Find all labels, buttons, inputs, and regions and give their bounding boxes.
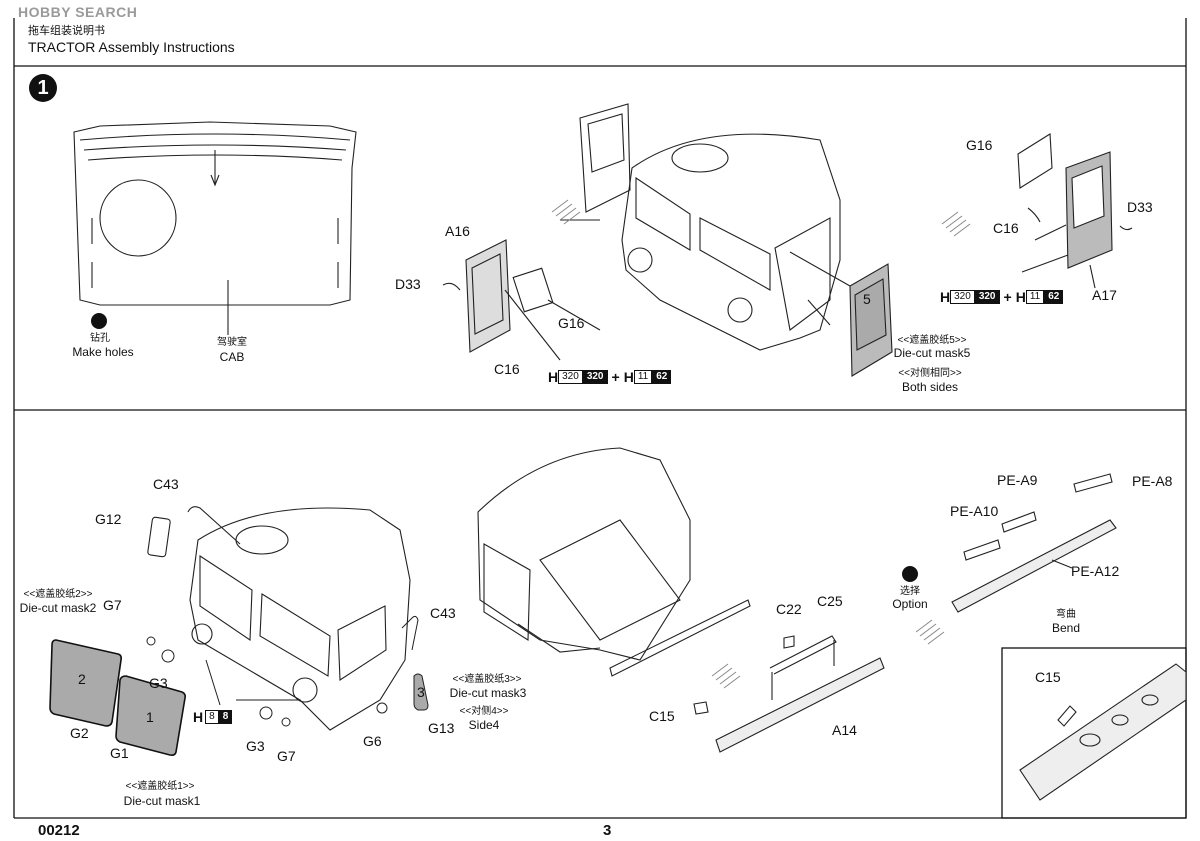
paint-box-dark: 62 [652,370,672,384]
watermark: HOBBY SEARCH [18,4,138,20]
paint-box: 11 [633,370,653,384]
part-label-g6: G6 [363,733,382,749]
paint-box-dark: 320 [974,290,1000,304]
mask2-label-cn: <<遮盖胶纸2>> [23,589,93,600]
paint-plus: + [1003,289,1012,305]
drill-icon [91,313,107,329]
mask1-label-cn: <<遮盖胶纸1>> [125,781,195,792]
part-label-g3-left: G3 [149,675,168,691]
make-holes-label: Make holes [72,345,134,359]
part-label-g16-left: G16 [558,315,585,331]
option-label: Option [892,597,928,611]
mask5-label: Die-cut mask5 [893,346,971,360]
mask1-label: Die-cut mask1 [123,794,201,808]
part-label-c15-mid: C15 [649,708,675,724]
cab-label-cn: 驾驶室 [217,337,247,348]
part-label-c43-top: C43 [153,476,179,492]
paint-h: H [548,369,559,385]
paint-box: 8 [205,710,219,724]
title-cn: 拖车组装说明书 [28,25,105,37]
part-label-a14: A14 [832,722,857,738]
paint-box: 320 [950,290,975,304]
part-label-a16: A16 [445,223,470,239]
part-label-pe-a12: PE-A12 [1071,563,1120,579]
mask3-number: 3 [417,684,425,700]
part-label-a17: A17 [1092,287,1117,303]
part-label-c43-right: C43 [430,605,456,621]
paint-code-h8: H 8 8 [193,709,233,725]
part-label-c22: C22 [776,601,802,617]
part-label-pe-a9: PE-A9 [997,472,1038,488]
bend-label-cn: 弯曲 [1056,609,1076,620]
page-title: TRACTOR Assembly Instructions [28,39,235,55]
part-label-c25: C25 [817,593,843,609]
paint-code-right: H 320 320 + H 11 62 [940,289,1064,305]
part-label-d33-right: D33 [1127,199,1153,215]
part-label-c15-inset: C15 [1035,669,1061,685]
product-code: 00212 [38,822,80,839]
paint-h: H [1015,289,1026,305]
paint-box-dark: 8 [218,710,233,724]
mask5-number: 5 [863,291,871,307]
part-label-c16-left: C16 [494,361,520,377]
paint-box: 320 [558,370,583,384]
glass-mask-number-1: 1 [146,709,154,725]
side4-label-cn: <<对侧4>> [459,706,509,717]
page-number: 3 [603,822,612,839]
part-label-g16-right: G16 [966,137,993,153]
both-sides-label-cn: <<对侧相同>> [898,368,962,379]
mask2-label: Die-cut mask2 [19,601,97,615]
step-number-badge: 1 [29,74,57,102]
mask5-label-cn: <<遮盖胶纸5>> [897,335,967,346]
part-label-c16-right: C16 [993,220,1019,236]
part-label-pe-a10: PE-A10 [950,503,999,519]
part-label-g1: G1 [110,745,129,761]
part-label-g12: G12 [95,511,122,527]
part-label-g7-bottom: G7 [277,748,296,764]
both-sides-label: Both sides [901,380,959,394]
paint-box-dark: 320 [582,370,608,384]
paint-h: H [623,369,634,385]
make-holes-label-cn: 钻孔 [90,333,110,344]
bend-label: Bend [1051,621,1081,635]
paint-code-left: H 320 320 + H 11 62 [548,369,672,385]
paint-h: H [940,289,951,305]
option-icon [902,566,918,582]
part-label-g7-left: G7 [103,597,122,613]
part-label-g13: G13 [428,720,455,736]
part-label-g2: G2 [70,725,89,741]
part-label-pe-a8: PE-A8 [1132,473,1173,489]
paint-box-dark: 62 [1044,290,1064,304]
option-label-cn: 选择 [900,586,920,597]
mask3-label-cn: <<遮盖胶纸3>> [452,674,522,685]
glass-mask-number-2: 2 [78,671,86,687]
paint-h: H [193,709,204,725]
part-label-g3-bottom: G3 [246,738,265,754]
mask3-label: Die-cut mask3 [449,686,527,700]
paint-plus: + [611,369,620,385]
paint-box: 11 [1025,290,1045,304]
step-number: 1 [37,76,49,99]
cab-label: CAB [219,350,245,364]
part-label-d33-left: D33 [395,276,421,292]
side4-label: Side4 [468,718,500,732]
